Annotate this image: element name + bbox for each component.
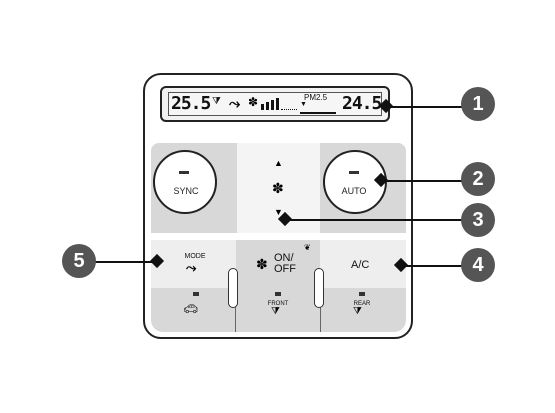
mode-icon[interactable]: ⤳: [186, 260, 197, 275]
callout-3: 3: [461, 203, 495, 237]
on-off-indicator-icon: ❦: [304, 243, 311, 252]
rear-defrost-indicator-icon: ⧩: [212, 96, 221, 107]
display-screen: [168, 92, 382, 116]
pm25-label: PM2.5: [304, 93, 328, 102]
auto-indicator: [349, 171, 359, 174]
sync-indicator: [179, 171, 189, 174]
front-defrost-label: FRONT: [267, 301, 289, 307]
callout-line-3: [284, 219, 466, 221]
fan-bar-empty: [281, 109, 297, 111]
pm25-bar: [300, 112, 336, 114]
fan-down-arrow-icon[interactable]: ▼: [274, 207, 283, 217]
divider: [320, 288, 321, 332]
callout-line-4: [402, 265, 466, 267]
auto-button[interactable]: AUTO: [341, 186, 367, 196]
callout-1: 1: [461, 87, 495, 121]
callout-5: 5: [62, 244, 96, 278]
fan-bar-4: [276, 98, 279, 110]
recirculation-icon[interactable]: 🚗︎: [183, 302, 199, 316]
airflow-mode-icon: ⤳: [229, 95, 241, 111]
right-temp: 24.5: [342, 93, 382, 114]
right-slot: [314, 268, 324, 308]
fan-bar-3: [271, 100, 274, 110]
callout-4: 4: [461, 248, 495, 282]
rear-defrost-label: REAR: [353, 301, 371, 307]
on-off-button[interactable]: [236, 240, 320, 288]
fan-bar-1: [261, 104, 264, 110]
front-defrost-icon[interactable]: ⧩: [271, 306, 280, 317]
fan-up-arrow-icon[interactable]: ▲: [274, 158, 283, 168]
left-temp: 25.5: [171, 93, 211, 114]
rear-defrost-icon[interactable]: ⧩: [353, 306, 362, 317]
fan-indicator-icon: ✽: [248, 95, 259, 109]
front-indicator: [275, 292, 281, 296]
rear-indicator: [359, 292, 365, 296]
callout-line-2: [380, 180, 466, 182]
fan-icon: ✽: [272, 180, 284, 196]
on-off-label: ON/ OFF: [274, 252, 296, 275]
callout-line-5: [90, 261, 160, 263]
pm25-pointer-icon: ▼: [300, 101, 307, 108]
sync-button[interactable]: SYNC: [173, 186, 199, 196]
callout-line-1: [386, 106, 466, 108]
fan-bar-2: [266, 102, 269, 110]
left-slot: [228, 268, 238, 308]
fan-power-icon: ✽: [256, 256, 268, 272]
left-temp-knob[interactable]: [153, 150, 217, 214]
recirc-indicator: [193, 292, 199, 296]
mode-label: MODE: [184, 253, 206, 260]
divider: [235, 288, 236, 332]
callout-2: 2: [461, 162, 495, 196]
ac-button[interactable]: A/C: [351, 259, 370, 271]
